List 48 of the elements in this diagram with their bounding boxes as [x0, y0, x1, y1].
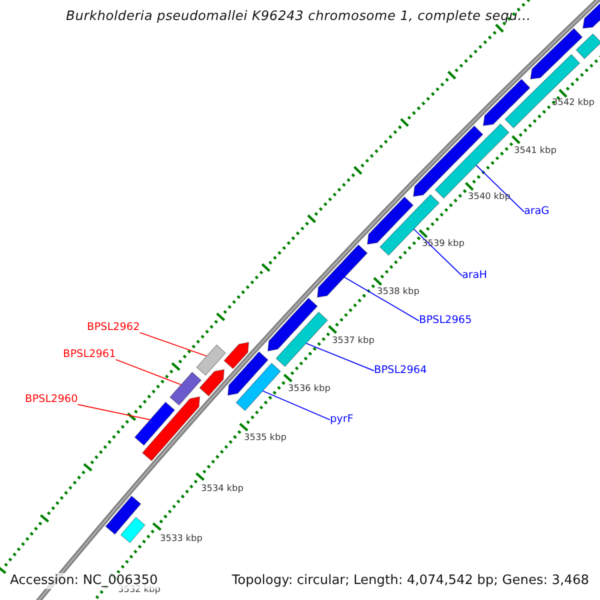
leader-line	[476, 164, 524, 212]
gene-feature	[134, 402, 176, 446]
gene-feature	[267, 297, 318, 352]
scale-label: 3536 kbp	[288, 385, 330, 395]
scale-label: 3535 kbp	[244, 434, 286, 444]
gene-label: pyrF	[330, 414, 354, 426]
gene-label: araH	[462, 270, 488, 282]
gene-feature	[169, 372, 202, 406]
map-title: Burkholderia pseudomallei K96243 chromosome 1, complete sequ...	[66, 10, 531, 24]
leader-line	[115, 359, 182, 386]
leader-line	[77, 404, 151, 420]
gene-feature	[504, 54, 580, 129]
gene-label: BPSL2961	[63, 349, 116, 361]
scale-label: 3542 kbp	[552, 99, 594, 109]
gene-feature	[482, 78, 531, 126]
gene-label: BPSL2964	[374, 365, 427, 377]
gene-feature	[235, 362, 282, 412]
topology-text: Topology: circular; Length: 4,074,542 bp; Genes: 3,468	[230, 573, 590, 590]
gene-feature	[196, 344, 226, 376]
leader-line	[139, 332, 208, 357]
gene-feature	[104, 495, 142, 535]
gene-feature	[199, 368, 225, 397]
scale-label: 3534 kbp	[201, 485, 244, 495]
scale-label: 3540 kbp	[468, 193, 510, 203]
gene-label: BPSL2960	[25, 394, 78, 406]
gene-label: BPSL2965	[419, 315, 472, 327]
gene-feature	[120, 516, 146, 544]
gene-feature	[142, 396, 200, 462]
leader-line	[344, 276, 420, 322]
scale-label: 3532 kbp	[118, 586, 160, 596]
leader-line	[306, 342, 374, 372]
gene-label: BPSL2962	[87, 322, 140, 334]
gene-feature	[275, 311, 328, 368]
scale-label: 3541 kbp	[514, 147, 556, 157]
leader-line	[413, 228, 462, 276]
leader-line	[262, 390, 330, 420]
gene-feature	[316, 244, 368, 298]
gene-feature	[223, 342, 250, 370]
gene-feature	[227, 351, 269, 396]
gene-feature	[434, 123, 510, 199]
gene-feature	[530, 28, 583, 80]
gene-label: araG	[524, 206, 550, 218]
scale-label: 3537 kbp	[332, 337, 374, 347]
gene-feature	[582, 2, 600, 29]
gene-feature	[575, 33, 600, 60]
scale-label: 3533 kbp	[160, 535, 202, 545]
scale-label: 3538 kbp	[377, 288, 420, 298]
gene-feature	[366, 196, 414, 245]
